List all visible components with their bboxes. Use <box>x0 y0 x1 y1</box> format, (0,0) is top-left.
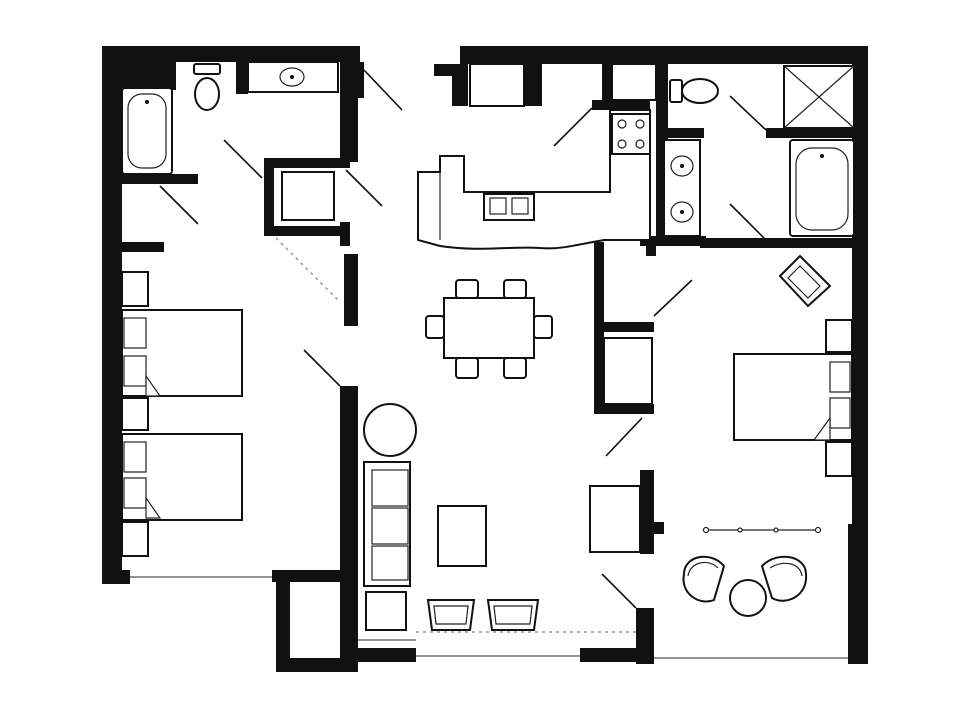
door-swing-icon <box>345 169 383 207</box>
door-swings <box>159 69 767 609</box>
shower-icon <box>783 65 855 129</box>
armchair-icon <box>778 254 832 308</box>
wall-bed2-closet-top <box>594 322 654 332</box>
living-area <box>363 403 641 631</box>
wall-entry-post <box>452 64 468 106</box>
wall-bath2-mid <box>668 128 704 138</box>
wall-kitchen-post-1 <box>524 64 542 106</box>
door-swing-icon <box>553 107 593 147</box>
stove-icon <box>611 113 651 155</box>
wall-bed2-post <box>646 242 656 256</box>
wall-bed1-stub <box>122 242 164 252</box>
bathtub-icon <box>789 139 855 237</box>
right-bathroom <box>663 65 855 237</box>
wall-kitchen-top <box>592 100 650 110</box>
wall-closet-top <box>264 158 350 168</box>
washer-closet <box>281 171 335 221</box>
bed-icon <box>733 353 853 441</box>
wall-top-left-corner <box>122 46 176 90</box>
door-swing-icon <box>729 203 767 241</box>
wall-right <box>852 46 868 532</box>
wall-bed2-closet-bottom <box>594 404 654 414</box>
wall-bath1-bottom <box>122 174 198 184</box>
wall-bath2-bottom <box>700 238 860 248</box>
wall-bath2-stub <box>640 236 706 246</box>
sofa-icon <box>363 461 411 587</box>
chair-icon <box>455 279 479 299</box>
tv-cabinet-icon <box>589 485 641 553</box>
wall-top-right <box>460 46 868 64</box>
round-table-icon <box>729 579 767 617</box>
door-swing-icon <box>303 349 341 387</box>
entry-closet <box>469 63 525 107</box>
chair-icon <box>455 357 479 379</box>
table-icon <box>443 297 535 359</box>
chair-icon <box>503 279 527 299</box>
door-swing-icon <box>605 417 643 457</box>
nightstand-icon <box>121 521 149 557</box>
left-bedroom <box>121 271 243 557</box>
wall-closet-bottom <box>264 226 350 236</box>
dining-area <box>425 279 553 379</box>
chair-icon <box>425 315 445 339</box>
balcony <box>682 526 822 617</box>
wall-left-foot <box>102 570 130 584</box>
wall-bottom-center-left <box>340 648 416 662</box>
sink-icon <box>483 193 535 221</box>
door-swing-icon <box>363 69 403 111</box>
door-swing-icon <box>223 139 263 179</box>
bed-icon <box>121 309 243 397</box>
nightstand-icon <box>121 271 149 307</box>
nightstand-icon <box>825 441 853 477</box>
bed-icon <box>121 433 243 521</box>
chair-icon <box>760 555 808 602</box>
walls <box>102 46 868 672</box>
windows <box>130 576 848 659</box>
kitchen-island <box>417 109 651 250</box>
wall-closet-left <box>264 158 274 234</box>
round-table-icon <box>363 403 417 457</box>
kitchen <box>417 109 651 250</box>
armchair-icon <box>426 599 476 631</box>
wall-bottom-right <box>580 648 654 662</box>
toilet-icon <box>193 63 221 111</box>
door-swing-icon <box>653 279 693 317</box>
wall-bottom-closet-left <box>276 576 290 672</box>
chair-icon <box>533 315 553 339</box>
wall-left <box>102 48 122 582</box>
wall-top-left-post <box>236 62 248 94</box>
wall-right-lower <box>848 524 868 664</box>
coffee-table-icon <box>437 505 487 567</box>
kitchen-cabinet <box>611 63 657 101</box>
armchair-icon <box>486 599 540 631</box>
chair-icon <box>503 357 527 379</box>
wall-bath1-stub <box>340 62 364 98</box>
left-bathroom <box>121 61 339 175</box>
right-bedroom <box>733 254 853 477</box>
wall-bottom-closet-base <box>276 658 358 672</box>
nightstand-icon <box>825 319 853 353</box>
nightstand-icon <box>121 397 149 431</box>
wall-closet-right <box>340 222 350 246</box>
wall-center-left <box>340 386 358 660</box>
wall-bed2-lower <box>640 470 654 554</box>
door-swing-icon <box>729 95 767 131</box>
door-swing-icon <box>159 185 199 225</box>
side-table-icon <box>365 591 407 631</box>
toilet-icon <box>669 78 719 104</box>
chair-icon <box>682 555 726 603</box>
wall-bath2-divider <box>766 128 856 138</box>
double-sink-icon <box>663 139 701 237</box>
wall-kitchen-post-2 <box>602 64 612 104</box>
bedroom2-closet <box>603 337 653 405</box>
wall-bed2-lower-stub <box>640 522 664 534</box>
wall-mid-post <box>344 254 358 326</box>
sink-icon <box>247 61 339 93</box>
door-swing-icon <box>601 573 637 609</box>
